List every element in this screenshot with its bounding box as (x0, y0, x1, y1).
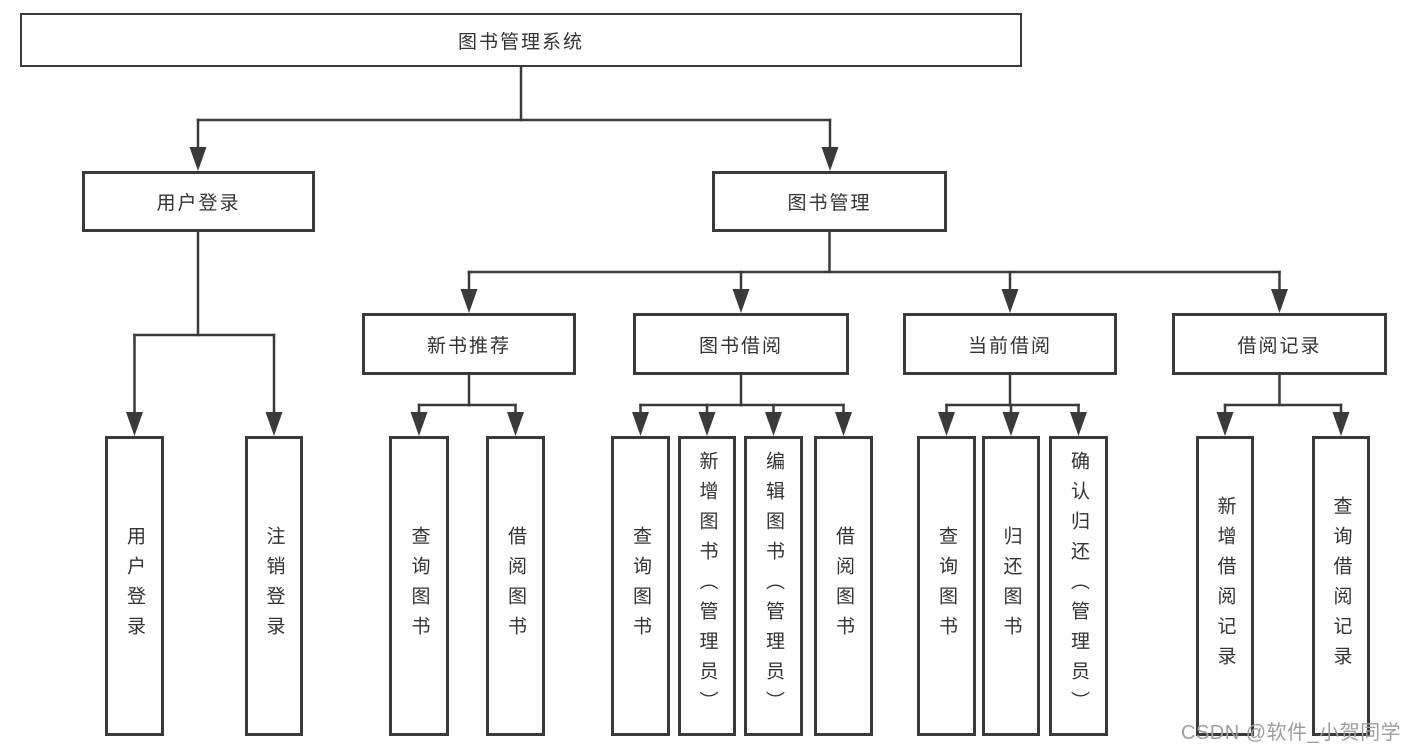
node-book-management: 图书管理 (712, 171, 947, 232)
arrowhead-down-icon (732, 289, 750, 313)
node-book-management-system: 图书管理系统 (20, 13, 1022, 67)
arrowhead-down-icon (460, 289, 478, 313)
arrowhead-down-icon (1332, 412, 1350, 436)
leaf-add-borrow-record: 新增借阅记录 (1196, 436, 1254, 736)
leaf-confirm-return-admin: 确认归还（管理员） (1049, 436, 1108, 736)
node-user-login: 用户登录 (82, 171, 315, 232)
arrowhead-down-icon (821, 147, 839, 171)
node-new-book-recommendation: 新书推荐 (362, 313, 576, 375)
arrowhead-down-icon (1271, 289, 1288, 313)
node-label: 注销登录 (263, 526, 285, 646)
node-label: 查询图书 (408, 526, 430, 646)
node-label: 新增图书（管理员） (696, 451, 718, 721)
node-label: 新书推荐 (426, 335, 511, 357)
csdn-watermark: CSDN @软件_小贺同学 (1181, 722, 1402, 744)
arrowhead-down-icon (835, 412, 852, 436)
node-current-borrowing: 当前借阅 (903, 313, 1117, 375)
node-label: 归还图书 (1000, 526, 1022, 646)
arrowhead-down-icon (126, 412, 143, 436)
arrowhead-down-icon (410, 412, 428, 436)
leaf-return-books: 归还图书 (982, 436, 1040, 736)
node-label: 图书借阅 (698, 335, 783, 357)
node-label: 新增借阅记录 (1214, 496, 1236, 676)
node-label: 当前借阅 (967, 335, 1052, 357)
leaf-query-borrow-record: 查询借阅记录 (1312, 436, 1370, 736)
leaf-borrow-books-recommend: 借阅图书 (486, 436, 545, 736)
arrowhead-down-icon (938, 412, 955, 436)
node-label: 编辑图书（管理员） (763, 451, 784, 721)
node-label: 用户登录 (124, 526, 145, 646)
arrowhead-down-icon (1216, 412, 1234, 436)
arrowhead-down-icon (1070, 412, 1087, 436)
node-label: 借阅记录 (1237, 335, 1322, 357)
node-label: 查询借阅记录 (1330, 496, 1352, 676)
leaf-edit-books-admin: 编辑图书（管理员） (744, 436, 803, 736)
node-label: 借阅图书 (505, 526, 526, 646)
node-label: 用户登录 (156, 193, 241, 214)
leaf-add-books-admin: 新增图书（管理员） (678, 436, 736, 736)
leaf-query-books-current: 查询图书 (917, 436, 976, 736)
arrowhead-down-icon (1001, 289, 1019, 313)
leaf-user-login: 用户登录 (105, 436, 164, 736)
arrowhead-down-icon (507, 412, 524, 436)
leaf-query-books-borrowing: 查询图书 (611, 436, 670, 736)
arrowhead-down-icon (765, 412, 782, 436)
leaf-query-books-recommend: 查询图书 (389, 436, 449, 736)
node-label: 确认归还（管理员） (1068, 451, 1089, 721)
node-label: 借阅图书 (833, 526, 854, 646)
node-borrowing-records: 借阅记录 (1172, 313, 1387, 375)
node-book-borrowing: 图书借阅 (633, 313, 849, 375)
arrowhead-down-icon (1002, 412, 1020, 436)
node-label: 图书管理系统 (457, 31, 584, 53)
node-label: 图书管理 (787, 193, 872, 214)
leaf-borrow-books-borrowing: 借阅图书 (814, 436, 873, 736)
node-label: 查询图书 (630, 526, 651, 646)
leaf-logout: 注销登录 (245, 436, 303, 736)
arrowhead-down-icon (265, 412, 283, 436)
arrowhead-down-icon (632, 412, 649, 436)
arrowhead-down-icon (189, 147, 207, 171)
node-label: 查询图书 (936, 526, 957, 646)
arrowhead-down-icon (698, 412, 716, 436)
